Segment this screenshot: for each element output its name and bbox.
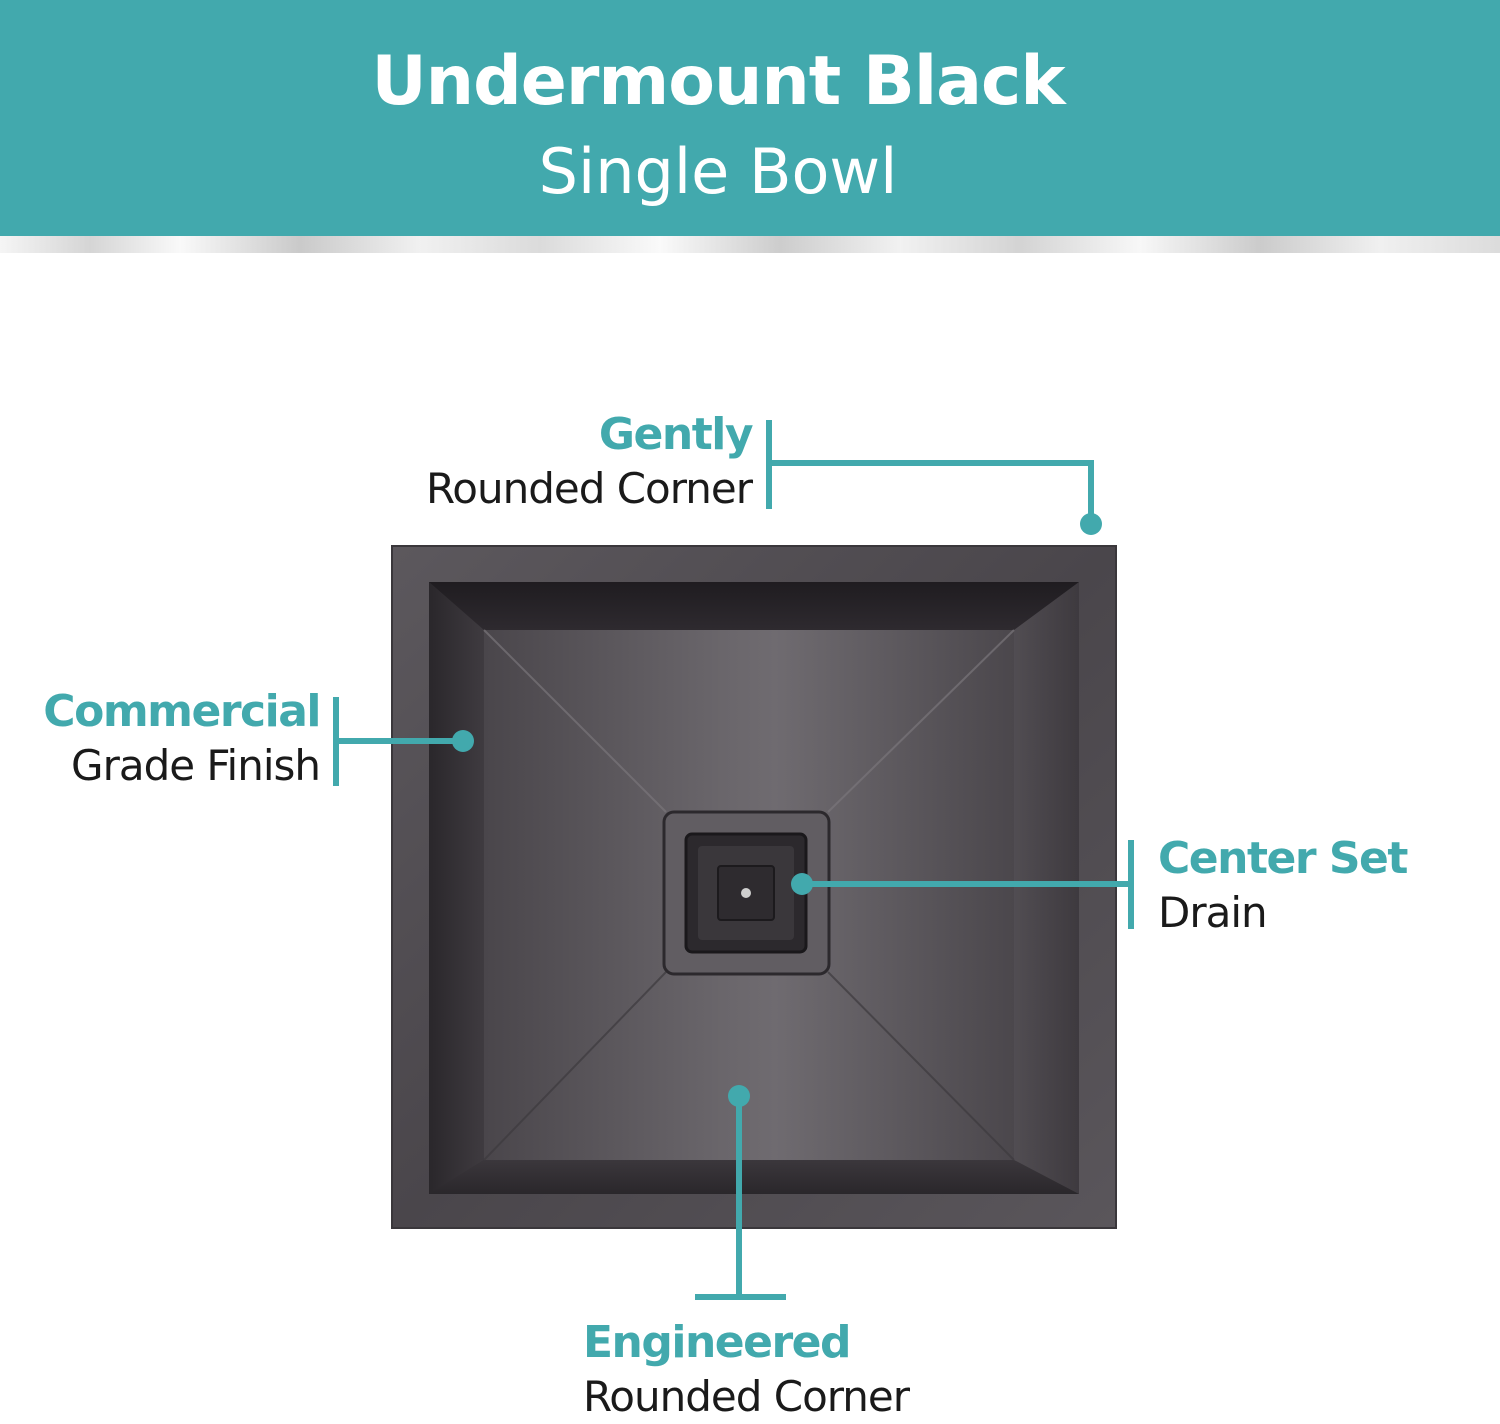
- bowl-wall-right: [1014, 582, 1079, 1194]
- callout-bottom-text: Rounded Corner: [583, 1372, 910, 1421]
- callout-dot-right: [791, 873, 813, 895]
- callout-dot-left: [452, 730, 474, 752]
- callout-top-accent: Gently: [598, 409, 754, 460]
- callout-bottom: Engineered Rounded Corner: [583, 1316, 1003, 1424]
- callout-left: Commercial Grade Finish: [10, 685, 321, 793]
- callout-left-text: Grade Finish: [71, 741, 321, 790]
- callout-left-accent: Commercial: [43, 686, 321, 737]
- product-subtitle: Single Bowl: [538, 135, 898, 208]
- callout-dot-bottom: [728, 1085, 750, 1107]
- bowl-wall-top: [429, 582, 1079, 630]
- callout-top: Gently Rounded Corner: [340, 408, 754, 516]
- metal-divider: [0, 236, 1500, 253]
- callout-right: Center Set Drain: [1158, 832, 1488, 940]
- callout-lines: [333, 420, 1134, 1300]
- callout-dot-top: [1080, 513, 1102, 535]
- bowl-wall-bottom: [429, 1160, 1079, 1194]
- callout-right-accent: Center Set: [1158, 833, 1408, 884]
- callout-right-text: Drain: [1158, 888, 1268, 937]
- product-title: Undermount Black: [371, 42, 1065, 121]
- callout-bottom-accent: Engineered: [583, 1317, 852, 1368]
- callout-dots: [452, 513, 1102, 1107]
- callout-top-text: Rounded Corner: [425, 464, 753, 513]
- header-banner: Undermount Black Single Bowl: [0, 0, 1500, 236]
- bowl-wall-left: [429, 582, 484, 1194]
